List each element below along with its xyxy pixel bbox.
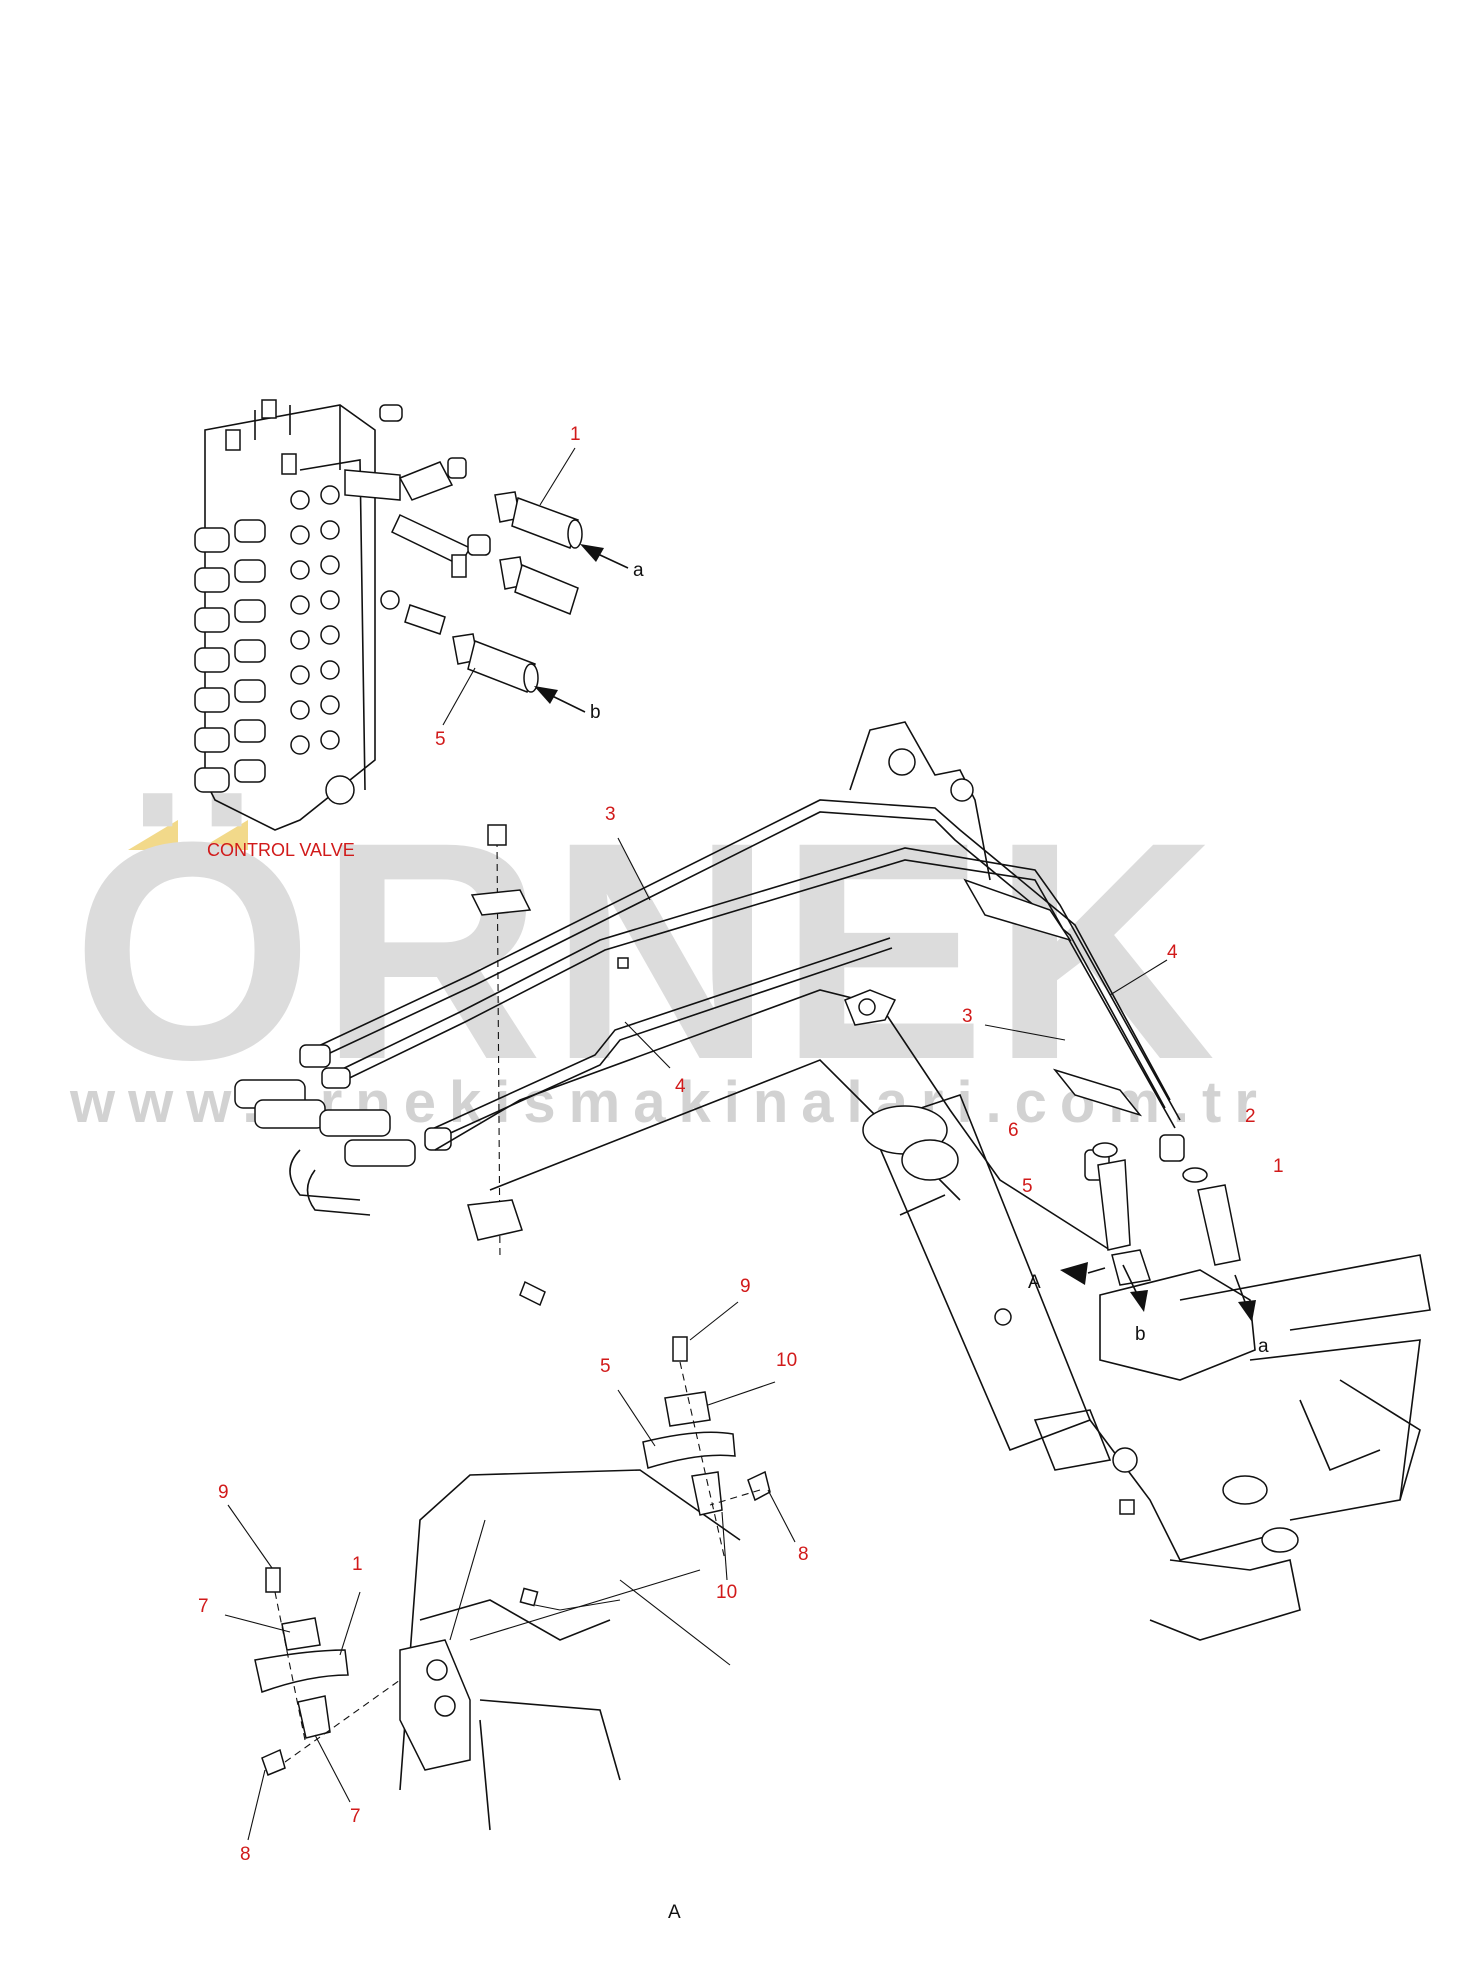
callout-3-upper: 3	[605, 804, 616, 825]
boom-tubes	[234, 799, 1185, 1307]
callout-4-upper: 4	[1167, 942, 1178, 963]
callout-8-right: 8	[798, 1544, 809, 1565]
callout-b-valve: b	[590, 702, 601, 723]
callout-9-right: 9	[740, 1276, 751, 1297]
callout-5-boom: 5	[1022, 1176, 1033, 1197]
valve-top-fittings	[225, 399, 403, 475]
callout-1-valve: 1	[570, 424, 581, 445]
valve-spools-left	[194, 519, 266, 793]
watermark-brand: ÖRNEK	[72, 777, 1222, 1124]
callout-4-lower: 4	[675, 1076, 686, 1097]
callout-5-detail: 5	[600, 1356, 611, 1377]
callout-b-boom: b	[1135, 1324, 1146, 1345]
watermark-accent-right	[198, 820, 248, 850]
hose-end-5	[452, 633, 539, 693]
callout-a-valve: a	[633, 560, 644, 581]
valve-fittings	[344, 457, 491, 635]
callout-6: 6	[1008, 1120, 1019, 1141]
callout-10-lower: 10	[716, 1582, 737, 1603]
hose-end-1	[494, 491, 583, 549]
hose-end-2	[499, 556, 579, 615]
callout-5-valve: 5	[435, 729, 446, 750]
valve-ports	[290, 485, 355, 805]
callout-9-left: 9	[218, 1482, 229, 1503]
boom-body	[434, 721, 1431, 1641]
callout-view-a: A	[1028, 1272, 1041, 1293]
callout-7-lower: 7	[350, 1806, 361, 1827]
callout-1-boom: 1	[1273, 1156, 1284, 1177]
detail-view-a	[224, 1301, 796, 1841]
label-control-valve: CONTROL VALVE	[207, 840, 355, 860]
watermark: ÖRNEK www.ornekismakinalari.com.tr	[69, 777, 1257, 1135]
callout-10-upper: 10	[776, 1350, 797, 1371]
control-valve-drawing	[194, 399, 629, 831]
callout-7-upper: 7	[198, 1596, 209, 1617]
callout-labels: CONTROL VALVE 1 a b 5 3 4 4 3 6 2 1 5 A …	[198, 424, 1284, 1923]
watermark-accent-left	[128, 820, 178, 850]
callout-2: 2	[1245, 1106, 1256, 1127]
callout-1-detail: 1	[352, 1554, 363, 1575]
view-a-caption: A	[668, 1902, 681, 1923]
callout-3-lower: 3	[962, 1006, 973, 1027]
callout-8-left: 8	[240, 1844, 251, 1865]
callout-a-boom: a	[1258, 1336, 1269, 1357]
